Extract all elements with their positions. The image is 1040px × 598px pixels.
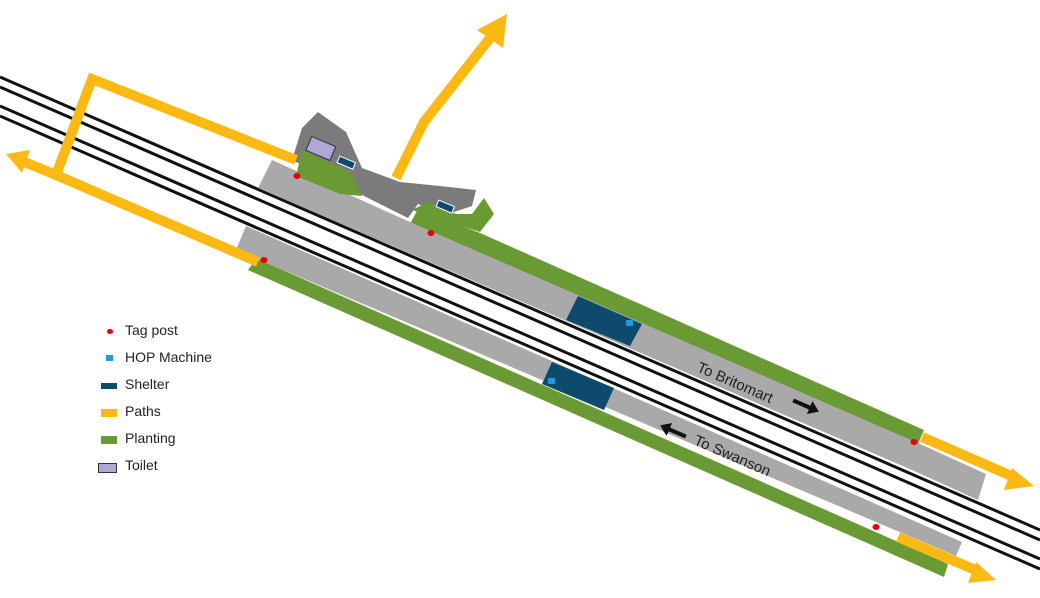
tag-post-5: [872, 524, 880, 530]
planting-strip-lower: [248, 260, 948, 577]
toilet-icon: [98, 463, 117, 473]
path-arrowhead-north: [477, 14, 507, 48]
concourse-area: [292, 112, 476, 218]
tag-post-1: [293, 173, 301, 179]
shelter-concourse-1: [336, 155, 357, 170]
track-rail-1: [0, 75, 1040, 532]
path-arrowhead-east-upper: [1004, 468, 1034, 490]
arrow-left-icon: [660, 422, 687, 439]
toilet-block: [305, 135, 337, 162]
path-north-exit: [391, 34, 494, 181]
tag-posts: [260, 173, 918, 530]
shelter-platform-upper: [566, 296, 642, 346]
legend-label: Tag post: [125, 322, 178, 338]
path-arrowhead-east-lower: [968, 562, 996, 583]
tag-post-3: [260, 257, 268, 263]
legend-label: Planting: [125, 430, 176, 446]
shelter-concourse-2: [435, 199, 456, 214]
path-east-exit-upper: [920, 432, 1018, 483]
shelter-platform-lower: [542, 362, 614, 410]
hop-machine-icon: [106, 355, 113, 361]
path-arrowhead-west: [6, 150, 30, 173]
legend-label: Shelter: [125, 376, 170, 392]
legend-label: Paths: [125, 403, 161, 419]
shelter-icon: [101, 383, 117, 389]
legend-label: Toilet: [125, 457, 158, 473]
tag-post-4: [910, 439, 918, 445]
track-rail-3: [0, 104, 1040, 561]
paths: [20, 34, 1018, 577]
planting-strip-upper: [410, 209, 924, 444]
hop-machine-lower: [548, 378, 555, 384]
tag-post-2: [427, 230, 435, 236]
railway-tracks: [0, 75, 1040, 571]
paths-icon: [101, 409, 117, 417]
path-east-exit-lower: [896, 532, 982, 577]
path-overbridge: [49, 72, 298, 267]
track-rail-2: [0, 85, 1040, 542]
legend-label: HOP Machine: [125, 349, 212, 365]
tag-post-icon: [107, 329, 113, 334]
path-west-exit: [20, 156, 58, 180]
path-arrowheads: [6, 14, 1034, 583]
planting-icon: [101, 436, 117, 444]
track-rail-4: [0, 114, 1040, 571]
arrow-right-icon: [792, 398, 819, 415]
hop-machine-upper: [626, 320, 633, 326]
planting-concourse-right: [412, 198, 494, 232]
planting-concourse-left: [296, 150, 362, 196]
